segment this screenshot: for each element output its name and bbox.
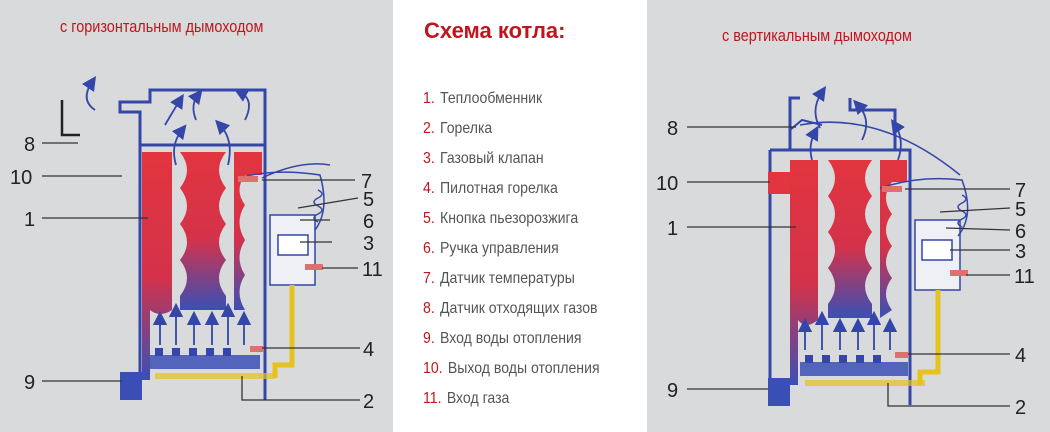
legend-item: 11.Вход газа <box>423 390 510 407</box>
legend-item: 5.Кнопка пьезорозжига <box>423 210 579 227</box>
legend-item: 10.Выход воды отопления <box>423 360 600 377</box>
boiler-left <box>60 76 331 400</box>
label-7-left: 7 <box>361 171 372 193</box>
label-11-left: 11 <box>362 259 383 281</box>
label-9-left: 9 <box>24 372 35 394</box>
label-3-right: 3 <box>1015 241 1026 263</box>
label-8-right: 8 <box>667 118 678 140</box>
legend-item: 6.Ручка управления <box>423 240 559 257</box>
label-3-left: 3 <box>363 233 374 255</box>
label-5-right: 5 <box>1015 199 1026 221</box>
legend-item: 8.Датчик отходящих газов <box>423 300 598 317</box>
label-10-left: 10 <box>10 167 32 189</box>
label-2-right: 2 <box>1015 397 1026 419</box>
caption-horizontal-chimney: с горизонтальным дымоходом <box>60 17 264 36</box>
label-4-left: 4 <box>363 339 374 361</box>
legend-item: 9.Вход воды отопления <box>423 330 582 347</box>
legend-panel <box>393 0 647 432</box>
label-8-left: 8 <box>24 134 35 156</box>
label-6-left: 6 <box>363 211 374 233</box>
labels-right: 8 10 1 9 7 5 6 3 11 4 2 <box>656 118 1035 419</box>
label-5-left: 5 <box>363 189 374 211</box>
legend-list: 1.Теплообменник 2.Горелка 3.Газовый клап… <box>423 87 624 417</box>
label-10-right: 10 <box>656 173 678 195</box>
leader-lines <box>42 126 1011 407</box>
labels-left: 8 10 1 9 7 5 6 3 11 4 2 <box>10 134 383 413</box>
label-9-right: 9 <box>667 380 678 402</box>
legend-item: 4.Пилотная горелка <box>423 180 558 197</box>
caption-vertical-chimney: с вертикальным дымоходом <box>722 26 912 45</box>
label-6-right: 6 <box>1015 221 1026 243</box>
legend-item: 1.Теплообменник <box>423 90 543 107</box>
label-11-right: 11 <box>1014 266 1035 288</box>
label-1-left: 1 <box>24 209 35 231</box>
label-1-right: 1 <box>667 218 678 240</box>
legend-item: 2.Горелка <box>423 120 493 137</box>
legend-title: Схема котла: <box>424 18 566 43</box>
label-2-left: 2 <box>363 391 374 413</box>
label-7-right: 7 <box>1015 180 1026 202</box>
label-4-right: 4 <box>1015 345 1026 367</box>
legend-item: 7.Датчик температуры <box>423 270 575 287</box>
legend-item: 3.Газовый клапан <box>423 150 544 167</box>
boiler-right <box>768 86 969 406</box>
